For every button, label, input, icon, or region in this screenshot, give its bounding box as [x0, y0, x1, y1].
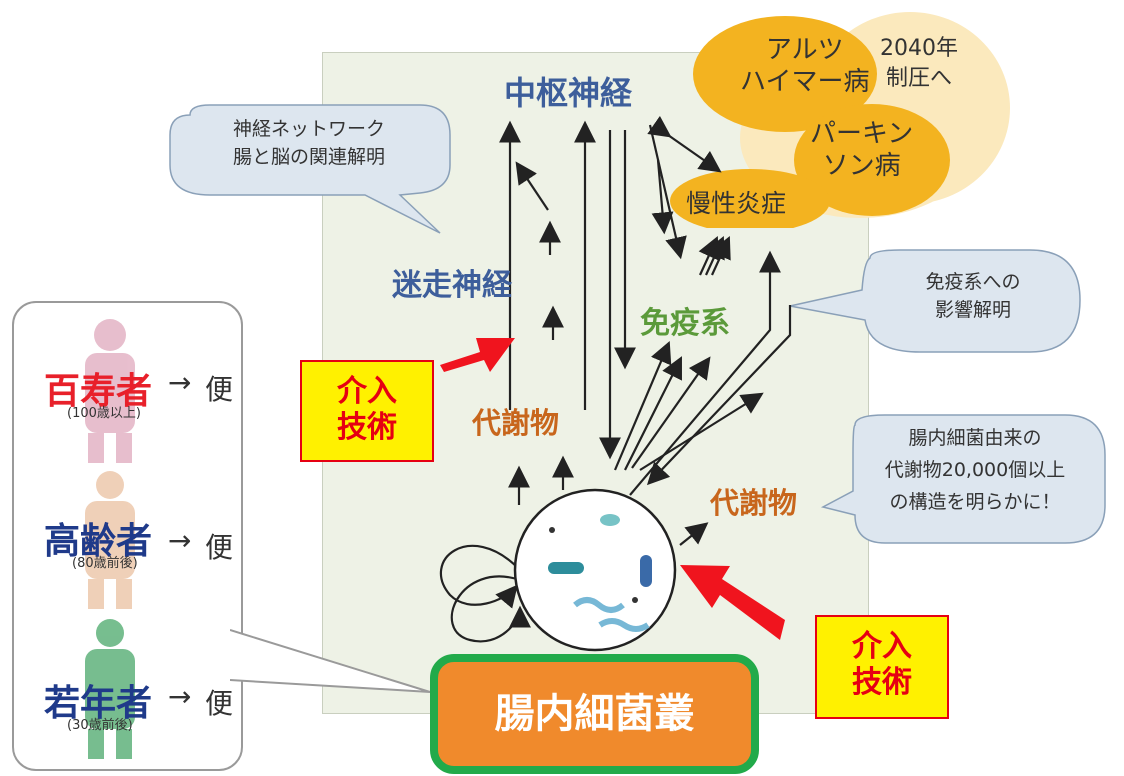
- intervention-left-box: 介入 技術: [300, 360, 434, 462]
- intervention-right-line-1: 介入: [852, 629, 912, 664]
- cns-label: 中枢神経: [504, 74, 633, 112]
- target-label: 2040年 制圧へ: [880, 34, 958, 94]
- bacterium-2: [640, 555, 652, 587]
- centenarian-age: (100歳以上): [67, 406, 141, 421]
- immune-effect-line-1: 免疫系への: [925, 271, 1021, 293]
- parkinsons-line-2: ソン病: [822, 151, 901, 181]
- bacterium-1: [548, 562, 584, 574]
- immune-bubble-shape: [789, 249, 1081, 353]
- metabolite-bubble: [820, 414, 1106, 544]
- bacterium-dot-1: [549, 527, 555, 533]
- alzheimers-line-2: ハイマー病: [740, 67, 870, 97]
- loop-arrow-2: [450, 575, 531, 643]
- young-arrow: →: [168, 680, 192, 713]
- bacteria-immune-arrow-1: [613, 340, 672, 471]
- immune-up-arrow-3: [710, 235, 731, 276]
- card-pointer-shape: [230, 629, 431, 693]
- young-stool: 便: [205, 687, 234, 720]
- intervention-left-line-1: 介入: [337, 374, 397, 409]
- immune-bubble-text: 免疫系への 影響解明: [868, 268, 1078, 324]
- inflammation-shape: [670, 169, 830, 228]
- target-line-2: 制圧へ: [885, 66, 952, 91]
- right-red-arrow: [680, 565, 785, 640]
- metabolite-bubble-shape: [820, 414, 1106, 544]
- metabolite-line-1: 腸内細菌由来の: [908, 427, 1042, 449]
- centenarian-figure: [85, 319, 135, 463]
- gut-flora-box: 腸内細菌叢: [430, 654, 759, 774]
- bacterium-4: [573, 597, 625, 613]
- elderly-arrow: →: [168, 524, 192, 557]
- disease-shapes: [670, 16, 950, 228]
- metabolite-right-label: 代謝物: [710, 486, 798, 520]
- network-line-1: 神経ネットワーク: [232, 118, 385, 140]
- young-label: 若年者: [44, 683, 153, 724]
- human-silhouettes: [85, 319, 135, 759]
- small-arrow-1: [515, 161, 549, 211]
- bacteria-metabolite-arrow: [679, 522, 709, 546]
- immune-label: 免疫系: [640, 306, 730, 341]
- metabolite-line-2: 代謝物20,000個以上: [884, 459, 1066, 481]
- parkinsons-line-1: パーキン: [810, 119, 914, 149]
- target-line-1: 2040年: [880, 36, 958, 61]
- bacterium-dot-2: [632, 597, 638, 603]
- intervention-right-line-2: 技術: [852, 665, 912, 700]
- elderly-age: (80歳前後): [72, 556, 138, 571]
- metabolite-left-label: 代謝物: [472, 406, 560, 440]
- alzheimers-label: アルツ ハイマー病: [740, 34, 869, 98]
- cns-inflammation-arrow: [647, 115, 722, 173]
- immune-bubble: [789, 249, 1081, 353]
- left-red-arrow: [440, 338, 515, 372]
- metabolite-line-3: の構造を明らかに！: [889, 491, 1061, 513]
- network-bubble-text: 神経ネットワーク 腸と脳の関連解明: [178, 115, 440, 171]
- cns-down-arrow-3: [648, 124, 687, 260]
- bacteria-illustrations: [548, 514, 652, 632]
- bacteria-immune-arrow-3: [631, 356, 711, 469]
- immune-effect-line-2: 影響解明: [934, 299, 1011, 321]
- parkinsons-shape: [794, 104, 950, 216]
- loop-arrow-1: [439, 544, 519, 609]
- vagus-label: 迷走神経: [392, 268, 512, 303]
- bacterium-3: [600, 514, 620, 526]
- network-line-2: 腸と脳の関連解明: [232, 146, 385, 168]
- young-age: (30歳前後): [67, 718, 133, 733]
- elderly-figure: [85, 471, 135, 609]
- immune-return-arrow: [646, 305, 792, 486]
- intervention-left-line-2: 技術: [337, 410, 397, 445]
- elderly-label: 高齢者: [44, 521, 153, 562]
- centenarian-label: 百寿者: [44, 371, 153, 412]
- card-pointer: [230, 629, 431, 693]
- centenarian-stool: 便: [205, 373, 234, 406]
- alzheimers-shape: [693, 16, 877, 132]
- network-bubble-shape: [169, 104, 451, 234]
- bacteria-immune-arrow-4: [639, 392, 764, 471]
- alzheimers-line-1: アルツ: [765, 35, 844, 65]
- metabolite-bubble-text: 腸内細菌由来の 代謝物20,000個以上 の構造を明らかに！: [845, 422, 1105, 518]
- centenarian-arrow: →: [168, 366, 192, 399]
- young-figure: [85, 619, 135, 759]
- network-bubble: [169, 104, 451, 234]
- elderly-stool: 便: [205, 531, 234, 564]
- bacteria-immune-arrow-2: [624, 356, 682, 471]
- parkinsons-label: パーキン ソン病: [810, 118, 913, 182]
- bacterium-5: [598, 618, 650, 632]
- intervention-right-box: 介入 技術: [815, 615, 949, 719]
- immune-long-arrow: [629, 250, 781, 496]
- inflammation-label: 慢性炎症: [686, 189, 787, 218]
